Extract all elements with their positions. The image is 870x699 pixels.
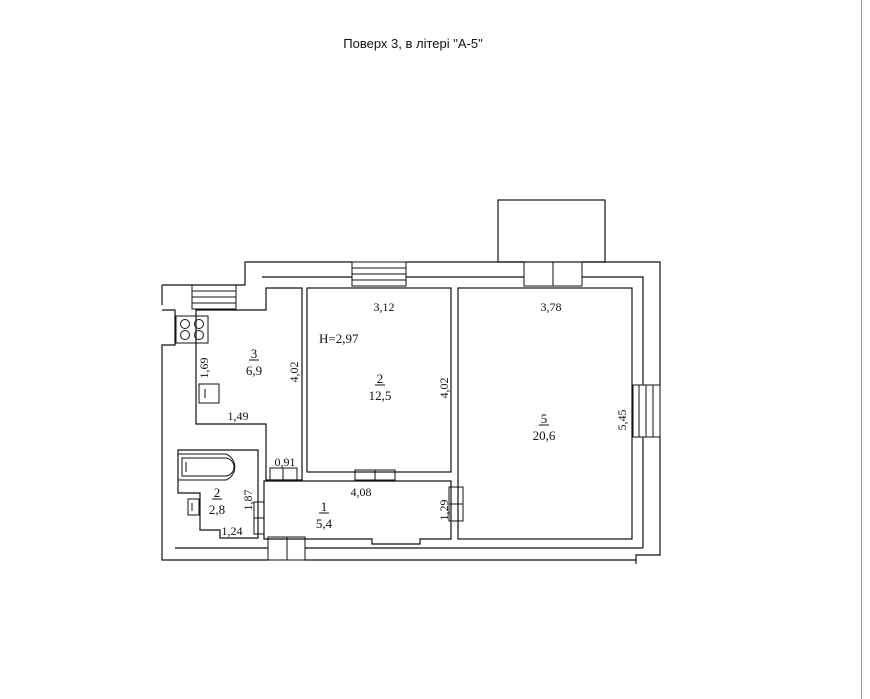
dim-room5-width: 3,78 [541, 300, 562, 314]
washbasin-icon [187, 498, 200, 516]
window-top-room4 [351, 261, 407, 287]
dim-corridor-height: 1,29 [437, 500, 451, 521]
room-1-number: 1 [321, 499, 328, 514]
room-5-number: 5 [541, 411, 548, 426]
window-top-room3 [191, 284, 237, 310]
entrance-door [267, 536, 306, 561]
room-2-number: 2 [214, 485, 221, 500]
dim-room3-partition: 4,02 [287, 362, 301, 383]
room-5-outline [457, 287, 633, 540]
balcony-door [523, 261, 583, 287]
outer-wall-left [161, 285, 636, 561]
outer-wall-top-inner [262, 276, 644, 548]
room-4-number: 2 [377, 371, 384, 386]
stove-icon [175, 315, 209, 344]
page-title: Поверх 3, в літері "А-5" [343, 36, 483, 51]
outer-wall-top [162, 261, 661, 564]
room-1-area: 5,4 [316, 516, 333, 531]
dim-bath-height: 1,87 [241, 490, 255, 511]
dim-room5-height: 5,45 [615, 410, 629, 431]
door-room4 [354, 469, 396, 481]
room-4-area: 12,5 [369, 388, 392, 403]
room-3-outline [195, 287, 303, 481]
dim-bath-width: 1,24 [222, 524, 243, 538]
dim-corridor-width: 4,08 [351, 485, 372, 499]
page-edge-line [861, 0, 862, 699]
room-3-number: 3 [251, 346, 258, 361]
ceiling-height: Н=2,97 [319, 331, 359, 346]
bathtub-icon [177, 453, 236, 481]
dim-room3-bottom: 1,49 [228, 409, 249, 423]
dim-room4-height: 4,02 [437, 378, 451, 399]
room-5-area: 20,6 [533, 428, 556, 443]
room-2-outline [177, 449, 259, 539]
dim-door-gap: 0,91 [275, 455, 296, 469]
window-right-room5 [632, 384, 661, 438]
room-1-outline [263, 480, 452, 545]
balcony [497, 199, 606, 263]
room-2-area: 2,8 [209, 502, 225, 517]
dim-room4-width: 3,12 [374, 300, 395, 314]
room-3-area: 6,9 [246, 363, 262, 378]
door-room2 [253, 501, 265, 535]
room-4-outline [306, 287, 452, 473]
sink-icon [198, 383, 220, 404]
door-room3 [269, 467, 298, 481]
outer-walls [161, 261, 661, 564]
dim-room3-height: 1,69 [197, 358, 211, 379]
